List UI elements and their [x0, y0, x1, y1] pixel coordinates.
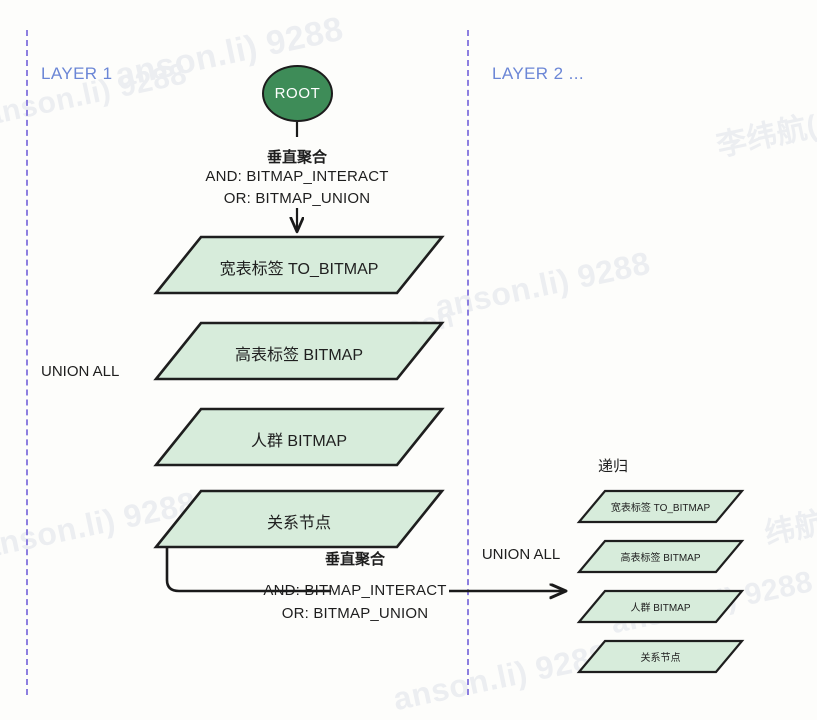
layer1-shape-relation-node[interactable]: 关系节点	[153, 489, 445, 549]
layer2-shape-relation-node[interactable]: 关系节点	[576, 639, 745, 674]
watermark: 纬航(m	[761, 498, 817, 552]
layer-1-caption: LAYER 1	[41, 64, 113, 83]
root-node[interactable]: ROOT	[262, 65, 333, 122]
bottom-aggregation-and: AND: BITMAP_INTERACT	[263, 582, 447, 599]
root-node-label: ROOT	[274, 85, 321, 102]
layer1-shape-crowd[interactable]: 人群 BITMAP	[153, 407, 445, 467]
recursion-label: 递归	[597, 458, 629, 475]
watermark: anson.li) 9288	[432, 244, 654, 326]
top-aggregation-title: 垂直聚合	[266, 149, 328, 166]
cross-layer-union-all-label: UNION ALL	[481, 546, 561, 563]
layer-divider-middle	[467, 30, 469, 695]
layer2-shape-crowd[interactable]: 人群 BITMAP	[576, 589, 745, 624]
watermark: 李纬航(m	[713, 103, 817, 164]
layer2-shape-tall-table[interactable]: 高表标签 BITMAP	[576, 539, 745, 574]
bottom-aggregation-or: OR: BITMAP_UNION	[281, 605, 429, 622]
bottom-aggregation-title: 垂直聚合	[324, 551, 386, 568]
layer1-shape-wide-table[interactable]: 宽表标签 TO_BITMAP	[153, 235, 445, 295]
layer1-shape-tall-table[interactable]: 高表标签 BITMAP	[153, 321, 445, 381]
left-union-all-label: UNION ALL	[41, 363, 120, 380]
layer-divider-left	[26, 30, 28, 695]
top-aggregation-or: OR: BITMAP_UNION	[223, 190, 371, 207]
layer2-shape-wide-table[interactable]: 宽表标签 TO_BITMAP	[576, 489, 745, 524]
top-aggregation-and: AND: BITMAP_INTERACT	[205, 168, 389, 185]
layer-2-caption: LAYER 2 ...	[492, 64, 584, 83]
